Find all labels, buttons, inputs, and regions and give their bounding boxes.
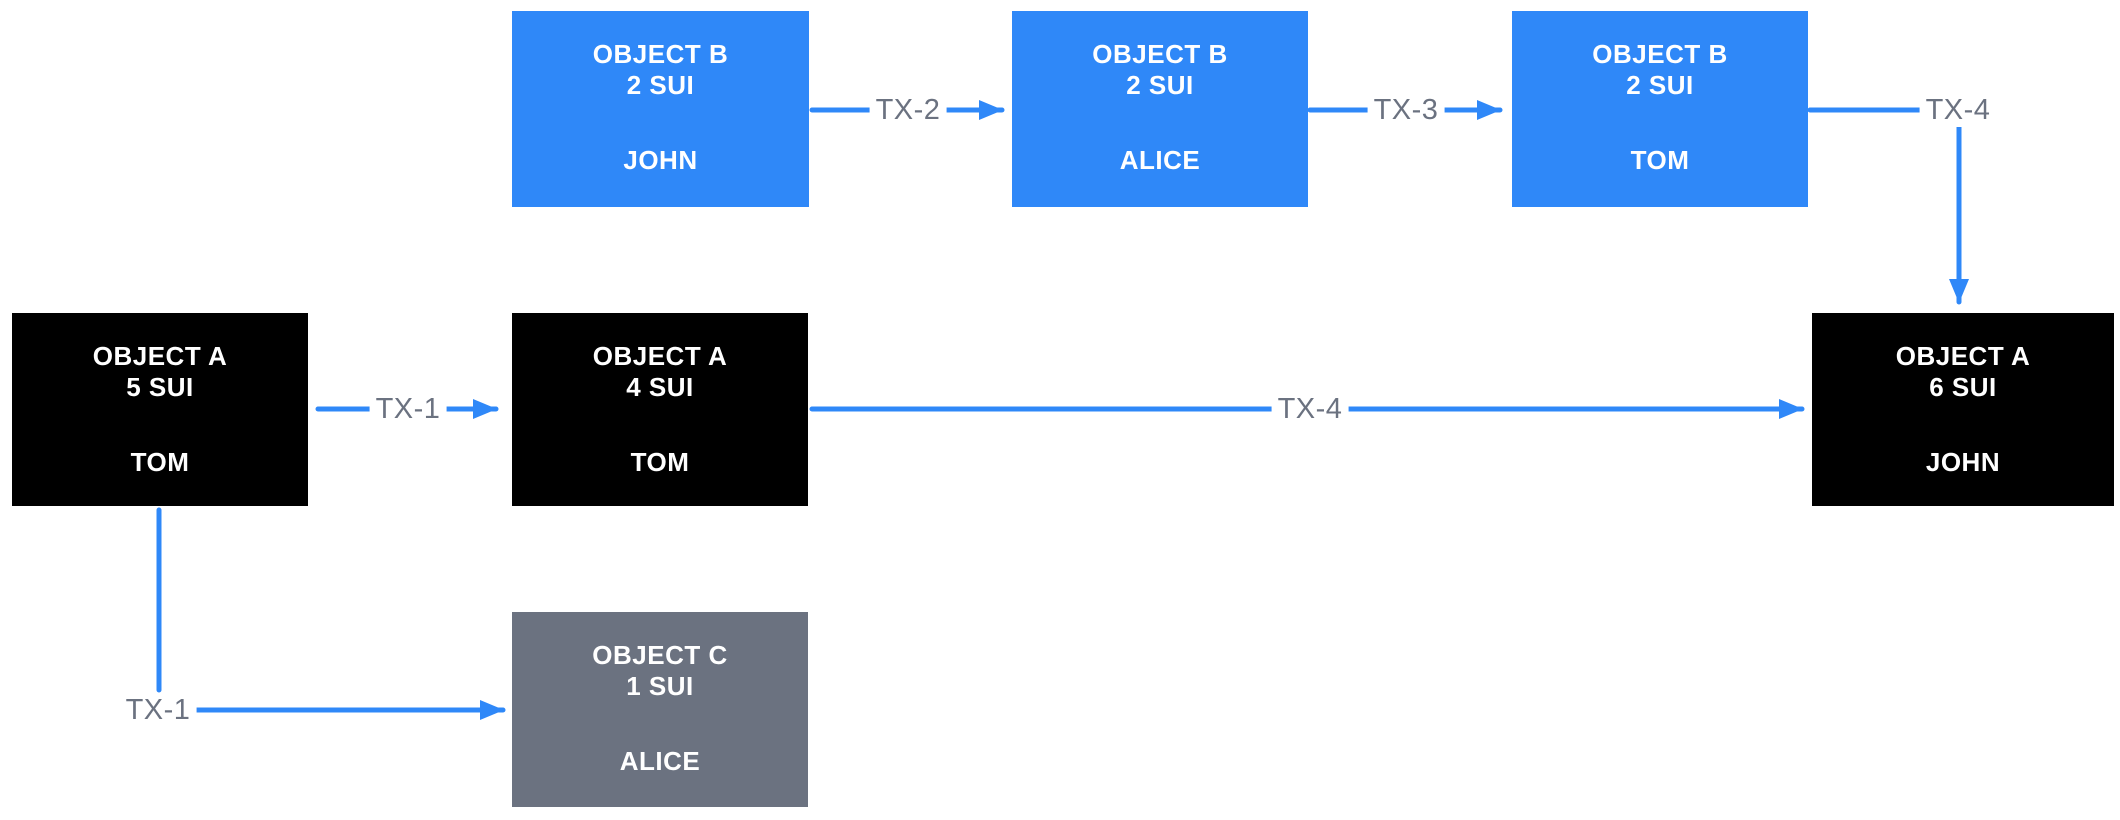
- object-owner: ALICE: [1119, 145, 1201, 175]
- object-title: OBJECT A: [1895, 341, 2031, 371]
- object-owner: JOHN: [1925, 447, 2001, 477]
- object-amount: 1 SUI: [626, 671, 694, 701]
- object-owner: TOM: [130, 447, 190, 477]
- object-box-a-tom-5sui: OBJECT A 5 SUI TOM: [12, 313, 308, 506]
- tx3-label: TX-3: [1367, 93, 1445, 127]
- object-amount: 6 SUI: [1929, 372, 1997, 402]
- object-box-c-alice: OBJECT C 1 SUI ALICE: [512, 612, 808, 807]
- object-box-a-john-6sui: OBJECT A 6 SUI JOHN: [1812, 313, 2114, 506]
- object-title: OBJECT B: [592, 39, 729, 69]
- tx4-label-object-b: TX-4: [1919, 93, 1997, 127]
- object-owner: TOM: [1630, 145, 1690, 175]
- object-box-b-tom: OBJECT B 2 SUI TOM: [1512, 11, 1808, 207]
- object-title: OBJECT A: [92, 341, 228, 371]
- object-amount: 2 SUI: [1626, 70, 1694, 100]
- object-amount: 2 SUI: [1126, 70, 1194, 100]
- object-box-a-tom-4sui: OBJECT A 4 SUI TOM: [512, 313, 808, 506]
- object-title: OBJECT B: [1592, 39, 1728, 69]
- object-owner: TOM: [630, 447, 690, 477]
- object-amount: 4 SUI: [626, 372, 694, 402]
- tx1-label-object-c: TX-1: [119, 693, 197, 727]
- tx2-label: TX-2: [869, 93, 947, 127]
- tx1-arrow-object-c: [156, 507, 506, 720]
- object-title: OBJECT B: [1092, 39, 1228, 69]
- object-box-b-john: OBJECT B 2 SUI JOHN: [512, 11, 809, 207]
- tx1-label-object-a: TX-1: [369, 392, 447, 426]
- tx4-arrow-object-b: [1807, 107, 1969, 305]
- object-box-b-alice: OBJECT B 2 SUI ALICE: [1012, 11, 1308, 207]
- tx4-label-object-a: TX-4: [1271, 392, 1349, 426]
- object-title: OBJECT A: [592, 341, 728, 371]
- object-amount: 2 SUI: [626, 70, 695, 100]
- object-title: OBJECT C: [592, 640, 728, 670]
- object-amount: 5 SUI: [126, 372, 194, 402]
- object-owner: JOHN: [623, 145, 698, 175]
- object-owner: ALICE: [619, 746, 701, 776]
